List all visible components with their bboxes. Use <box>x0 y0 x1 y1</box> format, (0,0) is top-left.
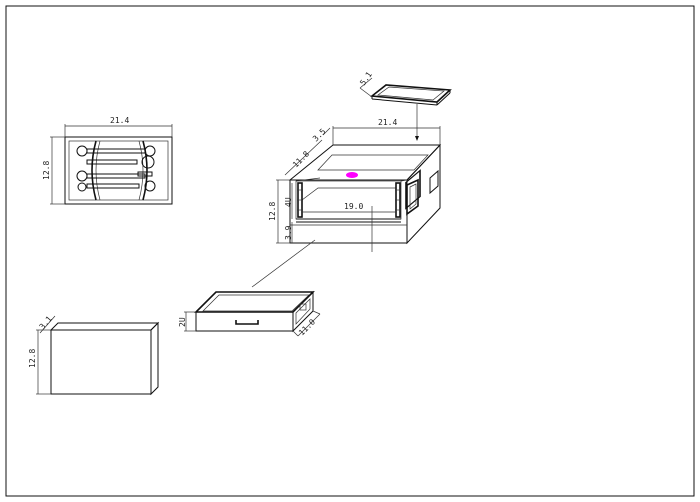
dim-drawer-height: 2U <box>178 317 187 327</box>
drawer: 2U 11.0 <box>178 290 321 337</box>
dim-main-height: 12.8 <box>268 202 277 221</box>
dim-insert-width: 21.4 <box>110 116 129 125</box>
brand-badge <box>346 172 358 178</box>
dim-top-depth: 11.8 <box>291 149 311 169</box>
foam-insert: 21.4 12.8 <box>42 116 173 205</box>
dim-top-width: 21.4 <box>378 118 397 127</box>
dim-drawer-slot: 3.9 <box>284 225 293 240</box>
dim-insert-height: 12.8 <box>42 161 51 180</box>
drawing-frame <box>5 5 695 497</box>
dim-panel-height: 12.8 <box>28 349 37 368</box>
dim-inner-width: 19.0 <box>344 202 363 211</box>
dim-panel-thickness: 3.1 <box>38 314 54 331</box>
side-panel: 3.1 12.8 <box>28 314 160 396</box>
tool-cutout <box>76 145 156 192</box>
dim-inner-height: 4U <box>284 197 293 207</box>
lid-tray: 5.1 <box>358 70 452 106</box>
main-case: 21.4 11.8 3.5 12.8 4U 3.9 19.0 <box>251 104 442 288</box>
dim-lid-thickness: 3.5 <box>311 127 328 144</box>
